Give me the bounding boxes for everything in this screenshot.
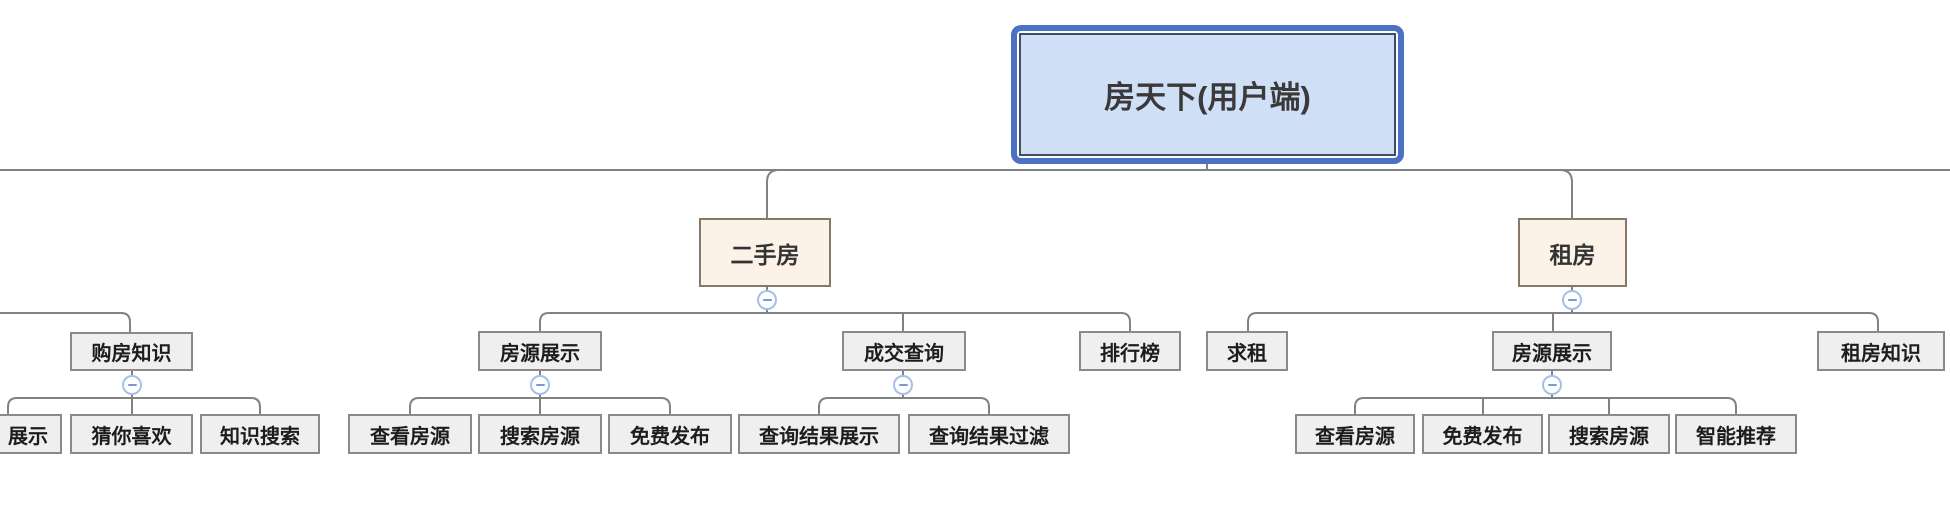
node-guess-you-like[interactable]: 猜你喜欢 [70,414,193,454]
node-rent-knowledge[interactable]: 租房知识 [1817,331,1945,371]
rail-second-hand-house-children [539,312,1131,331]
collapse-button-listing-display-1[interactable] [530,375,550,395]
node-listing-display-1[interactable]: 房源展示 [478,331,602,371]
rail-listing-display-2-children [1354,397,1737,414]
collapse-button-deal-query[interactable] [893,375,913,395]
minus-icon [1547,384,1557,386]
node-root[interactable]: 房天下(用户端) [1019,33,1396,156]
node-ranking[interactable]: 排行榜 [1079,331,1181,371]
node-view-listing-1[interactable]: 查看房源 [348,414,472,454]
collapse-button-renting[interactable] [1562,290,1582,310]
collapse-button-second-hand-house[interactable] [757,290,777,310]
node-query-result-display[interactable]: 查询结果展示 [738,414,900,454]
minus-icon [762,299,772,301]
minus-icon [1567,299,1577,301]
node-free-publish-1[interactable]: 免费发布 [608,414,732,454]
rail-buying-knowledge-children [7,397,261,414]
node-search-listing-1[interactable]: 搜索房源 [478,414,602,454]
minus-icon [535,384,545,386]
node-display-partial[interactable]: 展示 [0,414,62,454]
node-listing-display-2[interactable]: 房源展示 [1492,331,1612,371]
node-smart-recommend[interactable]: 智能推荐 [1675,414,1797,454]
branch-drop-0 [766,169,780,218]
node-root-frame: 房天下(用户端) [1011,25,1404,164]
collapse-button-buying-knowledge[interactable] [122,375,142,395]
node-query-result-filter[interactable]: 查询结果过滤 [908,414,1070,454]
node-deal-query[interactable]: 成交查询 [842,331,966,371]
rail-offscreen-left-children [0,312,131,332]
minus-icon [898,384,908,386]
node-second-hand-house[interactable]: 二手房 [699,218,831,287]
node-renting[interactable]: 租房 [1518,218,1627,287]
node-view-listing-2[interactable]: 查看房源 [1295,414,1415,454]
collapse-button-listing-display-2[interactable] [1542,375,1562,395]
rail-renting-children [1247,312,1879,331]
node-search-listing-2[interactable]: 搜索房源 [1548,414,1670,454]
node-free-publish-2[interactable]: 免费发布 [1422,414,1543,454]
node-seek-rent[interactable]: 求租 [1206,331,1288,371]
minus-icon [127,384,137,386]
node-knowledge-search[interactable]: 知识搜索 [200,414,320,454]
node-buying-knowledge[interactable]: 购房知识 [70,332,193,371]
rail-deal-query-children [818,397,990,414]
branch-drop-1 [1559,169,1573,218]
